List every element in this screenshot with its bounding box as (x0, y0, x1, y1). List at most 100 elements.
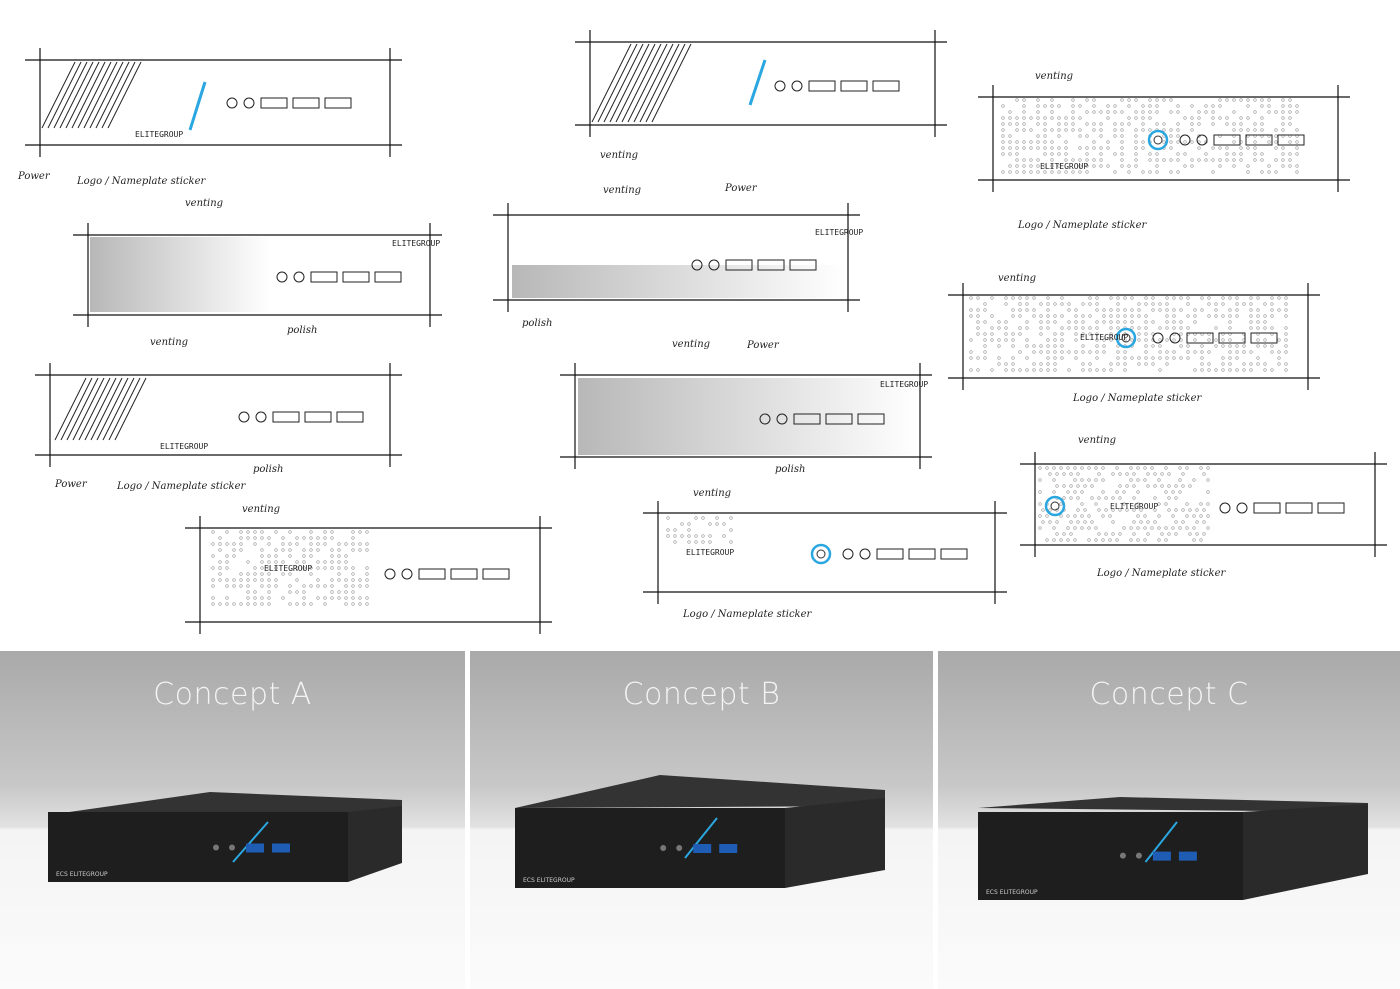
vent-hole (1138, 309, 1141, 312)
usb-port-icon (483, 569, 509, 579)
vent-hole (991, 315, 994, 318)
vent-hole (1137, 467, 1140, 470)
vent-hole (1156, 99, 1159, 102)
audio-jack-icon (1237, 503, 1247, 513)
vent-hole (1096, 357, 1099, 360)
vent-hole (1026, 357, 1029, 360)
vent-hole (674, 535, 677, 538)
vent-hole (1047, 345, 1050, 348)
vent-hole (1170, 147, 1173, 150)
vent-hole (1075, 333, 1078, 336)
vent-hole (331, 555, 334, 558)
vent-hole (1012, 333, 1015, 336)
vent-hole (1278, 309, 1281, 312)
vent-hole (240, 603, 243, 606)
vent-hole (1208, 369, 1211, 372)
vent-hole (1067, 527, 1070, 530)
vent-hole (1063, 497, 1066, 500)
vent-hole (977, 309, 980, 312)
vent-hole (1124, 309, 1127, 312)
vent-hole (275, 585, 278, 588)
vent-hole (1005, 297, 1008, 300)
vent-hole (289, 555, 292, 558)
usb-port-icon (719, 844, 737, 853)
vent-hole (1040, 327, 1043, 330)
venting-hatch (628, 44, 667, 122)
vent-hole (1282, 111, 1285, 114)
vent-hole (1112, 497, 1115, 500)
vent-hole (1096, 309, 1099, 312)
vent-hole (1093, 123, 1096, 126)
vent-hole (1285, 315, 1288, 318)
usb-port-icon (261, 98, 287, 108)
vent-hole (275, 579, 278, 582)
vent-hole (1145, 321, 1148, 324)
concept-b-panel: ECS ELITEGROUP Concept B (470, 651, 933, 989)
vent-hole (317, 579, 320, 582)
vent-hole (317, 537, 320, 540)
vent-hole (1121, 135, 1124, 138)
vent-hole (366, 549, 369, 552)
vent-hole (1105, 533, 1108, 536)
vent-hole (1138, 357, 1141, 360)
sketch-s11: ELITEGROUP (643, 501, 1007, 604)
usb-port-icon (272, 844, 290, 853)
vent-hole (1026, 297, 1029, 300)
vent-hole (991, 297, 994, 300)
vent-hole (1040, 345, 1043, 348)
vent-hole (268, 579, 271, 582)
vent-hole (296, 543, 299, 546)
vent-hole (1117, 351, 1120, 354)
brand-text: ELITEGROUP (392, 239, 440, 248)
vent-hole (352, 585, 355, 588)
vent-hole (1119, 473, 1122, 476)
vent-hole (1138, 339, 1141, 342)
vent-hole (345, 555, 348, 558)
vent-hole (1067, 491, 1070, 494)
vent-hole (1012, 369, 1015, 372)
vent-hole (1156, 105, 1159, 108)
vent-hole (289, 531, 292, 534)
vent-hole (1257, 363, 1260, 366)
vent-hole (1079, 117, 1082, 120)
vent-hole (289, 549, 292, 552)
vent-hole (1016, 165, 1019, 168)
vent-hole (1096, 327, 1099, 330)
vent-hole (247, 537, 250, 540)
vent-hole (1075, 339, 1078, 342)
vent-hole (324, 597, 327, 600)
vent-hole (1156, 171, 1159, 174)
brand-badge: ECS ELITEGROUP (986, 889, 1038, 896)
vent-hole (1117, 297, 1120, 300)
vent-hole (1236, 369, 1239, 372)
vent-hole (1180, 333, 1183, 336)
venting-hatch (646, 44, 685, 122)
vent-hole (1175, 521, 1178, 524)
vent-hole (1229, 309, 1232, 312)
vent-hole (219, 567, 222, 570)
vent-hole (1033, 369, 1036, 372)
vent-hole (1147, 473, 1150, 476)
vent-hole (1047, 309, 1050, 312)
vent-hole (1254, 147, 1257, 150)
vent-hole (1079, 159, 1082, 162)
vent-hole (1051, 99, 1054, 102)
vent-hole (1042, 509, 1045, 512)
vent-hole (1058, 123, 1061, 126)
vent-hole (1042, 521, 1045, 524)
venting-hatch (73, 378, 104, 440)
vent-hole (254, 543, 257, 546)
vent-hole (1030, 165, 1033, 168)
vent-hole (1271, 315, 1274, 318)
annotation-label: venting (693, 488, 731, 499)
vent-hole (1023, 165, 1026, 168)
vent-hole (247, 585, 250, 588)
vent-hole (310, 603, 313, 606)
vent-hole (1208, 351, 1211, 354)
vent-hole (1002, 129, 1005, 132)
vent-hole (977, 321, 980, 324)
vent-hole (1222, 345, 1225, 348)
vent-hole (1002, 117, 1005, 120)
vent-hole (1077, 473, 1080, 476)
vent-hole (1081, 467, 1084, 470)
